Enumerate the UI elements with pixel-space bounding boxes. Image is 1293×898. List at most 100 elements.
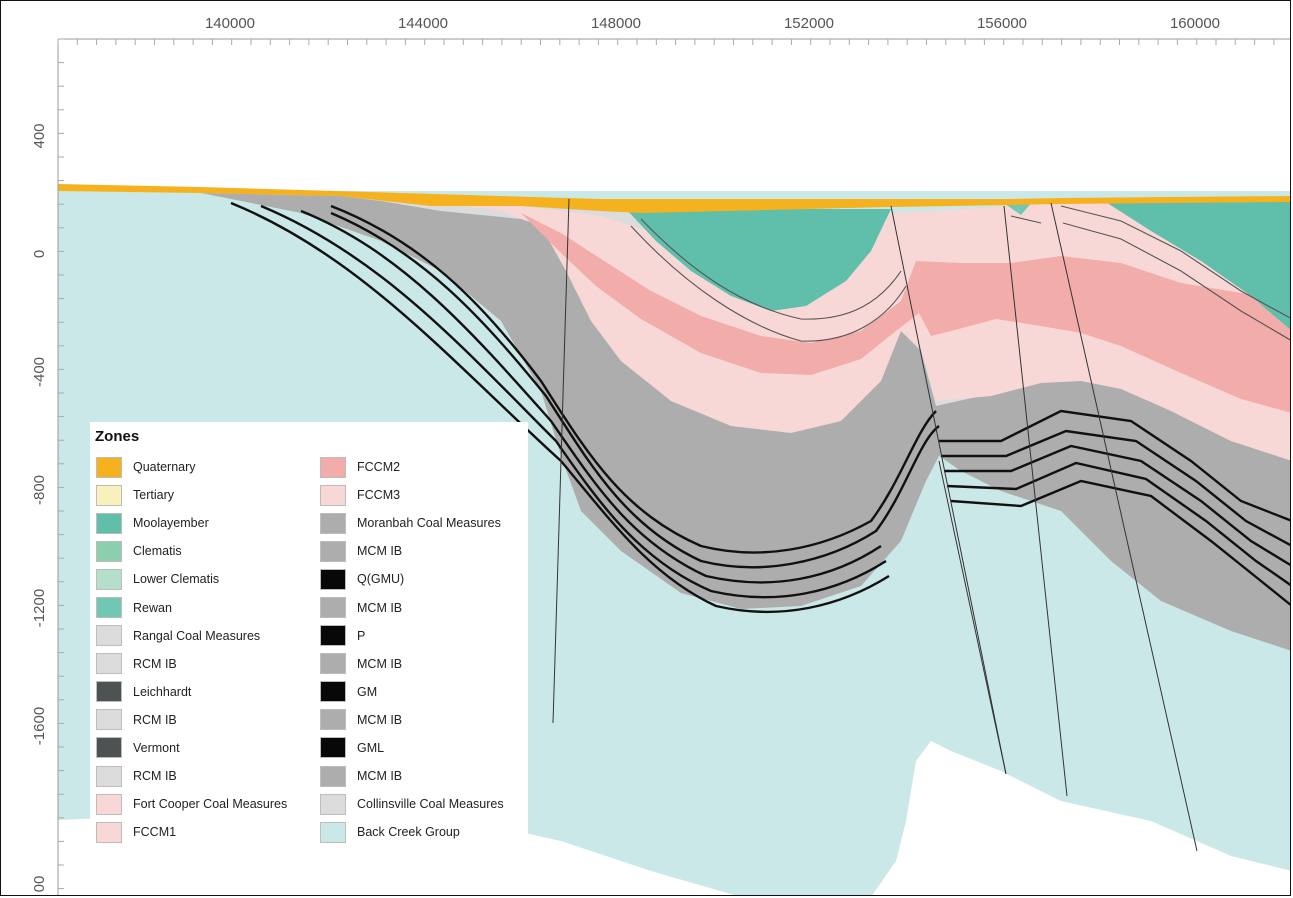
legend-swatch (320, 653, 346, 675)
legend-label: MCM IB (357, 544, 403, 559)
legend-swatch (96, 484, 122, 506)
legend-label: Quaternary (133, 460, 196, 475)
y-tick-label: -1600 (31, 707, 48, 745)
y-tick-label: -800 (31, 475, 48, 505)
legend-item-fccm3: FCCM3 (320, 481, 504, 509)
legend-swatch (320, 709, 346, 731)
legend-swatch (96, 821, 122, 843)
legend-title: Zones (95, 428, 140, 445)
legend-swatch (96, 512, 122, 534)
x-tick-label: 152000 (784, 15, 834, 32)
legend-label: MCM IB (357, 712, 403, 727)
legend-column-1: Quaternary Tertiary Moolayember Clematis… (96, 453, 287, 846)
coal-seam-lines (230, 201, 1290, 614)
legend-label: Moranbah Coal Measures (357, 516, 501, 531)
y-tick-label: 0 (31, 250, 48, 258)
legend-item-p: P (320, 622, 504, 650)
legend-swatch (320, 625, 346, 647)
x-tick-label: 140000 (205, 15, 255, 32)
legend-item-gml: GML (320, 734, 504, 762)
x-tick-label: 156000 (977, 15, 1027, 32)
legend-item-mcm-ib: MCM IB (320, 650, 504, 678)
legend-item-fccm1: FCCM1 (96, 818, 287, 846)
legend-item-moranbah-coal-measures: Moranbah Coal Measures (320, 509, 504, 537)
legend-label: Tertiary (133, 488, 174, 503)
legend-label: GM (357, 684, 378, 699)
legend-label: FCCM1 (133, 825, 177, 840)
legend-label: Q(GMU) (357, 572, 405, 587)
legend-swatch (320, 793, 346, 815)
legend-label: Rangal Coal Measures (133, 628, 261, 643)
legend-item-fort-cooper-coal-measures: Fort Cooper Coal Measures (96, 790, 287, 818)
legend-swatch (96, 568, 122, 590)
legend-label: Vermont (133, 740, 180, 755)
legend-swatch (96, 653, 122, 675)
legend-swatch (320, 597, 346, 619)
legend-item-lower-clematis: Lower Clematis (96, 565, 287, 593)
legend-label: Back Creek Group (357, 825, 460, 840)
legend-swatch (96, 625, 122, 647)
legend-swatch (320, 484, 346, 506)
legend-swatch (320, 568, 346, 590)
legend-item-quaternary: Quaternary (96, 453, 287, 481)
x-axis-minor-ticks (57, 39, 1275, 45)
legend-swatch (320, 681, 346, 703)
legend-column-2: FCCM2 FCCM3 Moranbah Coal Measures MCM I… (320, 453, 504, 846)
zone-quaternary (58, 184, 1290, 213)
x-tick-label: 148000 (591, 15, 641, 32)
legend-item-vermont: Vermont (96, 734, 287, 762)
legend-label: MCM IB (357, 600, 403, 615)
legend-swatch (96, 681, 122, 703)
legend-label: FCCM2 (357, 460, 401, 475)
legend-label: MCM IB (357, 769, 403, 784)
legend-swatch (320, 821, 346, 843)
legend-label: RCM IB (133, 712, 177, 727)
legend-swatch (320, 456, 346, 478)
legend-swatch (96, 709, 122, 731)
zone-fccm2 (521, 213, 1290, 413)
y-tick-label: -1200 (31, 589, 48, 627)
legend-label: MCM IB (357, 656, 403, 671)
legend-item-rcm-ib: RCM IB (96, 650, 287, 678)
legend-item-clematis: Clematis (96, 537, 287, 565)
x-tick-label: 160000 (1170, 15, 1220, 32)
x-tick-label: 144000 (398, 15, 448, 32)
legend-item-leichhardt: Leichhardt (96, 678, 287, 706)
fault-lines (552, 198, 1198, 852)
legend-label: FCCM3 (357, 488, 401, 503)
legend-swatch (96, 793, 122, 815)
legend-swatch (320, 540, 346, 562)
legend-item-back-creek-group: Back Creek Group (320, 818, 504, 846)
legend-swatch (320, 512, 346, 534)
legend-label: Lower Clematis (133, 572, 220, 587)
legend-item-mcm-ib: MCM IB (320, 762, 504, 790)
y-tick-label: 400 (31, 123, 48, 148)
legend-item-q-gmu: Q(GMU) (320, 565, 504, 593)
horizon-lines (630, 205, 1290, 342)
legend-item-rcm-ib: RCM IB (96, 706, 287, 734)
legend-item-rangal-coal-measures: Rangal Coal Measures (96, 622, 287, 650)
legend-item-mcm-ib: MCM IB (320, 706, 504, 734)
y-tick-label: -400 (31, 357, 48, 387)
legend-swatch (96, 765, 122, 787)
legend-label: Rewan (133, 600, 172, 615)
y-tick-label: 00 (31, 876, 48, 893)
legend-item-gm: GM (320, 678, 504, 706)
legend-item-fccm2: FCCM2 (320, 453, 504, 481)
legend-swatch (320, 765, 346, 787)
legend-item-rcm-ib: RCM IB (96, 762, 287, 790)
legend-label: Collinsville Coal Measures (357, 797, 504, 812)
legend-swatch (96, 737, 122, 759)
zone-moolayember-right (1101, 199, 1290, 330)
legend-item-tertiary: Tertiary (96, 481, 287, 509)
legend-item-moolayember: Moolayember (96, 509, 287, 537)
zone-moolayember-basin (626, 209, 891, 311)
legend-label: RCM IB (133, 769, 177, 784)
legend-item-collinsville-coal-measures: Collinsville Coal Measures (320, 790, 504, 818)
zones-legend: Zones Quaternary Tertiary Moolayember Cl… (90, 422, 528, 852)
legend-label: Moolayember (133, 516, 209, 531)
y-axis-minor-ticks (58, 38, 64, 890)
legend-item-rewan: Rewan (96, 593, 287, 621)
legend-swatch (320, 737, 346, 759)
legend-swatch (96, 456, 122, 478)
